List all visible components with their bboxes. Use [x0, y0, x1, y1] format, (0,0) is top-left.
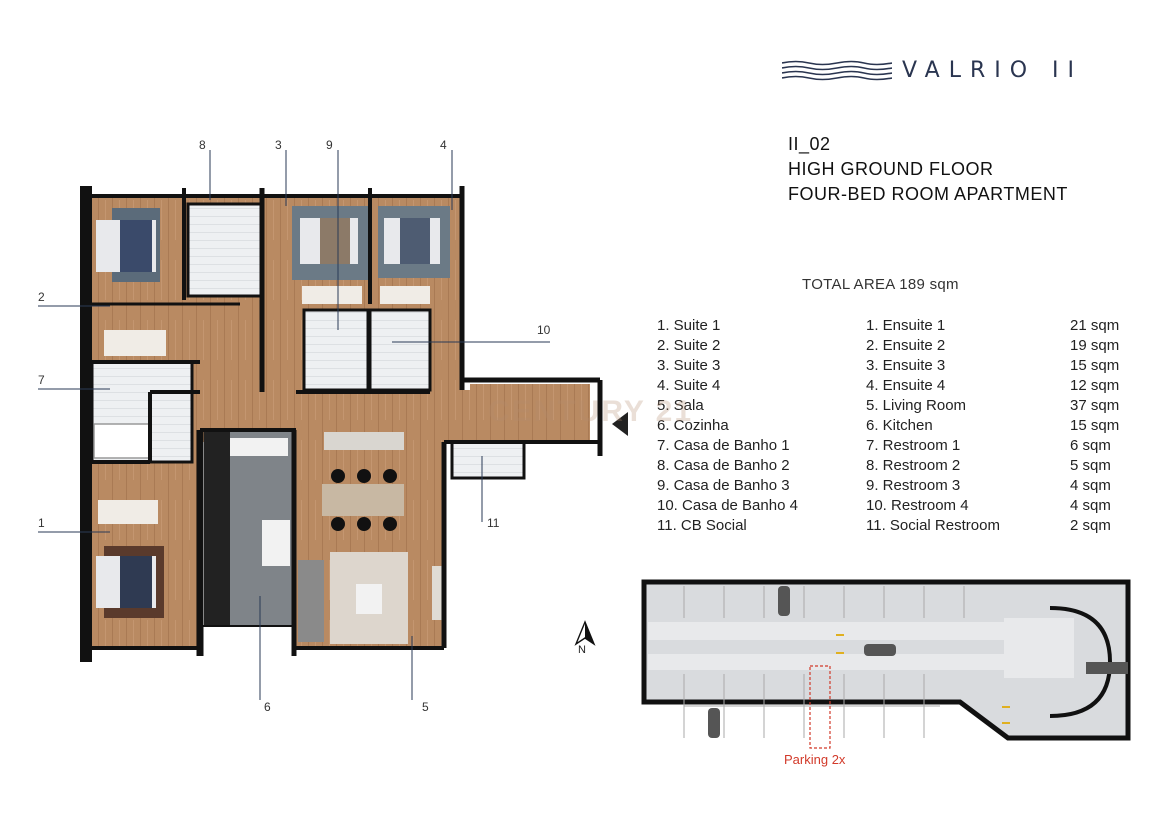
list-item: 21 sqm [1070, 317, 1120, 334]
list-item: 2 sqm [1070, 517, 1111, 534]
list-item: 3. Suite 3 [657, 357, 721, 374]
walls [80, 186, 603, 662]
total-area: TOTAL AREA 189 sqm [802, 276, 959, 293]
bed-suite-3 [292, 206, 370, 280]
watermark: CENTURY 21 [488, 395, 694, 428]
list-item: 9. Restroom 3 [866, 477, 961, 494]
bed-suite-4 [378, 206, 450, 278]
restroom-2 [186, 202, 264, 298]
wardrobe [302, 286, 362, 304]
wardrobe [104, 330, 166, 356]
list-item: 6. Kitchen [866, 417, 933, 434]
bed-suite-1 [96, 546, 164, 618]
list-item: 37 sqm [1070, 397, 1120, 414]
car-icon [778, 586, 790, 616]
callout-8: 8 [199, 138, 206, 152]
bed-suite-2 [96, 208, 160, 282]
rooms-english-list: 1. Ensuite 1 2. Ensuite 2 3. Ensuite 3 4… [866, 316, 1000, 536]
callout-1: 1 [38, 516, 45, 530]
list-item: 7. Restroom 1 [866, 437, 961, 454]
list-item: 5. Sala [657, 397, 704, 414]
kitchen-counter-top [230, 438, 288, 456]
wardrobe [98, 500, 158, 524]
parking-label: Parking 2x [784, 752, 846, 767]
list-item: 2. Ensuite 2 [866, 337, 946, 354]
north-label: N [578, 644, 586, 656]
entrance-arrow-icon [612, 412, 628, 436]
areas-list: 21 sqm 19 sqm 15 sqm 12 sqm 37 sqm 15 sq… [1070, 316, 1119, 536]
restroom-3 [302, 308, 370, 392]
reserved-parking-marker [809, 665, 831, 749]
list-item: 8. Casa de Banho 2 [657, 457, 790, 474]
list-item: 4. Suite 4 [657, 377, 721, 394]
callout-4: 4 [440, 138, 447, 152]
list-item: 2. Suite 2 [657, 337, 721, 354]
list-item: 11. CB Social [657, 517, 747, 534]
list-item: 5. Living Room [866, 397, 967, 414]
rooms-portuguese-list: 1. Suite 1 2. Suite 2 3. Suite 3 4. Suit… [657, 316, 798, 536]
apartment-type: FOUR-BED ROOM APARTMENT [788, 184, 1068, 204]
callout-2: 2 [38, 290, 45, 304]
car-icon [864, 644, 896, 656]
list-item: 8. Restroom 2 [866, 457, 961, 474]
list-item: 12 sqm [1070, 377, 1120, 394]
living-room-furniture [298, 552, 442, 644]
list-item: 6. Cozinha [657, 417, 729, 434]
logo-text: VALRIO II [902, 58, 1084, 83]
list-item: 1. Suite 1 [657, 317, 721, 334]
list-item: 6 sqm [1070, 437, 1111, 454]
unit-code: II_02 [788, 134, 831, 154]
list-item: 1. Ensuite 1 [866, 317, 946, 334]
bathtub [93, 423, 151, 459]
parking-plan [641, 579, 1131, 749]
dining-table [322, 432, 404, 531]
callout-lines [38, 150, 550, 700]
social-restroom [450, 440, 526, 480]
list-item: 11. Social Restroom [866, 517, 1000, 534]
list-item: 4 sqm [1070, 477, 1111, 494]
north-arrow-icon [574, 620, 596, 646]
brand-logo: VALRIO II [782, 58, 1122, 86]
list-item: 7. Casa de Banho 1 [657, 437, 790, 454]
list-item: 15 sqm [1070, 357, 1120, 374]
list-item: 10. Restroom 4 [866, 497, 969, 514]
callout-10: 10 [537, 323, 551, 337]
callout-7: 7 [38, 373, 45, 387]
list-item: 4 sqm [1070, 497, 1111, 514]
kitchen-island [262, 520, 290, 566]
list-item: 5 sqm [1070, 457, 1111, 474]
list-item: 9. Casa de Banho 3 [657, 477, 790, 494]
restroom-4 [368, 308, 432, 392]
kitchen-counter [204, 432, 230, 626]
callout-6: 6 [264, 700, 271, 714]
list-item: 4. Ensuite 4 [866, 377, 946, 394]
callout-9: 9 [326, 138, 333, 152]
floor-plan [38, 150, 628, 700]
waves-logo-icon [782, 60, 892, 81]
list-item: 15 sqm [1070, 417, 1120, 434]
callout-3: 3 [275, 138, 282, 152]
car-icon [708, 708, 720, 738]
list-item: 19 sqm [1070, 337, 1120, 354]
wardrobe [380, 286, 430, 304]
list-item: 3. Ensuite 3 [866, 357, 946, 374]
list-item: 10. Casa de Banho 4 [657, 497, 798, 514]
callout-5: 5 [422, 700, 429, 714]
floor-title: HIGH GROUND FLOOR [788, 159, 994, 179]
callout-11: 11 [487, 516, 500, 530]
